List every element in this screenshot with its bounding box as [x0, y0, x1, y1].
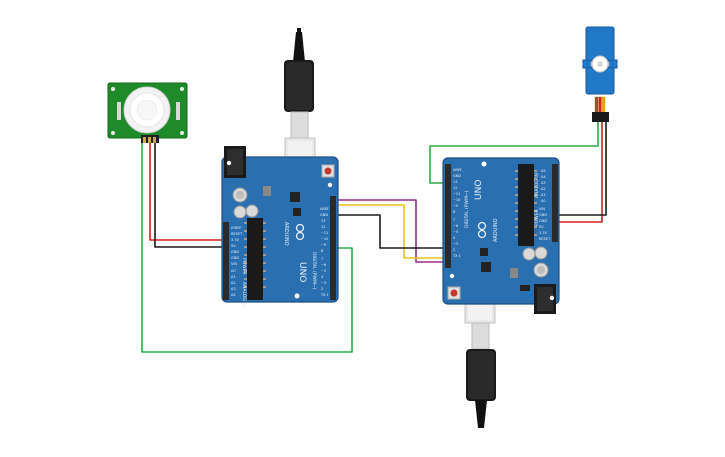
svg-text:AREF: AREF [320, 207, 329, 211]
svg-text:RESET: RESET [231, 232, 243, 236]
svg-text:~9: ~9 [321, 243, 326, 247]
svg-text:GND: GND [453, 174, 461, 178]
svg-text:3.3V: 3.3V [231, 238, 240, 242]
svg-text:RESET: RESET [539, 237, 551, 241]
svg-text:A2: A2 [541, 187, 546, 191]
svg-text:7: 7 [321, 257, 323, 261]
svg-text:13: 13 [321, 219, 325, 223]
svg-text:TX 1: TX 1 [452, 254, 461, 258]
svg-text:IOREF: IOREF [231, 226, 241, 230]
svg-text:12: 12 [453, 186, 457, 190]
svg-text:8: 8 [321, 249, 323, 253]
board1-power-label: POWER [241, 258, 247, 275]
svg-text:A5: A5 [541, 169, 546, 173]
svg-text:GND: GND [231, 256, 239, 260]
svg-text:~9: ~9 [453, 204, 458, 208]
svg-text:A1: A1 [541, 193, 546, 197]
wire-servo-gnd-black[interactable] [559, 120, 607, 216]
svg-text:5V: 5V [539, 225, 544, 229]
pir-dome-icon [123, 86, 171, 134]
board1-digital-label: DIGITAL (PWM~) [311, 252, 317, 290]
board2-power-label: POWER [534, 209, 540, 226]
svg-text:A3: A3 [231, 287, 236, 291]
svg-text:GND: GND [231, 250, 239, 254]
svg-text:~11: ~11 [321, 231, 328, 235]
arduino-infinity-logo-icon [477, 221, 487, 239]
svg-text:AREF: AREF [453, 168, 462, 172]
svg-text:~11: ~11 [453, 192, 460, 196]
wire-yellow[interactable] [336, 204, 447, 259]
board2-analog-label: ANALOG IN [534, 173, 540, 198]
svg-text:5V: 5V [231, 244, 236, 248]
board2-digital-label: DIGITAL (PWM~) [464, 190, 470, 228]
svg-text:~6: ~6 [453, 224, 458, 228]
svg-text:~10: ~10 [321, 237, 328, 241]
board2-brand-label: ARDUINO [493, 218, 499, 242]
svg-text:~5: ~5 [453, 230, 458, 234]
pir-sensor[interactable] [107, 82, 188, 143]
svg-text:~5: ~5 [321, 269, 326, 273]
svg-text:A4: A4 [231, 293, 236, 297]
svg-text:13: 13 [453, 180, 457, 184]
svg-text:VIN: VIN [539, 207, 545, 211]
svg-text:2: 2 [321, 287, 323, 291]
svg-text:12: 12 [321, 225, 325, 229]
svg-text:3.3V: 3.3V [539, 231, 548, 235]
svg-text:GND: GND [320, 213, 328, 217]
svg-text:4: 4 [321, 275, 324, 279]
board2-uno-label: UNO [474, 180, 484, 200]
board1-analog-label: ANALOG IN [241, 282, 247, 307]
wire-pir-vcc-red[interactable] [149, 142, 222, 241]
svg-text:A0: A0 [231, 269, 236, 273]
svg-text:GND: GND [539, 213, 547, 217]
servo-motor[interactable] [582, 26, 618, 122]
svg-text:A0: A0 [541, 199, 546, 203]
svg-text:A1: A1 [231, 275, 236, 279]
wire-pir-gnd-black[interactable] [154, 142, 222, 248]
board1-uno-label: UNO [297, 262, 307, 282]
svg-text:~6: ~6 [321, 263, 326, 267]
wire-servo-vcc-red[interactable] [559, 120, 603, 223]
svg-text:4: 4 [453, 236, 456, 240]
svg-text:TX 1: TX 1 [320, 293, 329, 297]
svg-text:2: 2 [453, 248, 455, 252]
usb-cable-icon [284, 28, 316, 175]
wire-purple[interactable] [336, 199, 447, 263]
svg-text:GND: GND [539, 219, 547, 223]
svg-text:A3: A3 [541, 181, 546, 185]
svg-text:~10: ~10 [453, 198, 460, 202]
svg-text:7: 7 [453, 218, 455, 222]
servo-horn-icon [590, 55, 610, 73]
svg-text:VIN: VIN [231, 262, 237, 266]
usb-cable-bottom [464, 284, 496, 428]
svg-text:8: 8 [453, 210, 455, 214]
svg-text:~3: ~3 [453, 242, 458, 246]
svg-text:A4: A4 [541, 175, 546, 179]
svg-text:~3: ~3 [321, 281, 326, 285]
arduino-infinity-logo-icon [295, 223, 305, 241]
wire-black-gnd[interactable] [336, 214, 447, 249]
svg-text:A2: A2 [231, 281, 236, 285]
board1-brand-label: ARDUINO [283, 222, 289, 246]
